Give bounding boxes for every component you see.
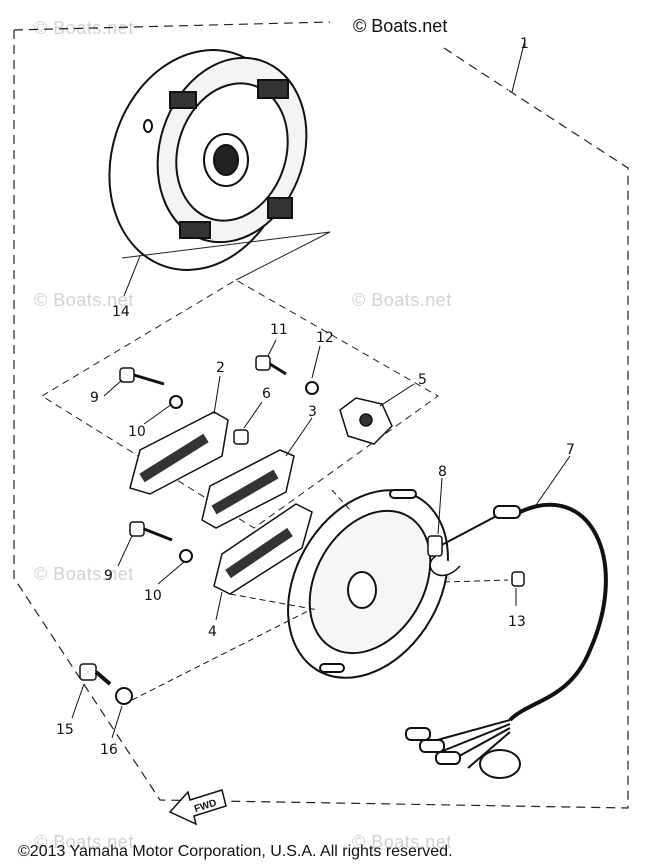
assembly-boundary	[13, 30, 629, 809]
wire-harness	[405, 502, 608, 779]
leader-lines	[71, 39, 571, 739]
callout-9-lower: 9	[104, 568, 113, 584]
charge-coil	[129, 411, 229, 495]
callout-1: 1	[520, 36, 529, 52]
washer-part	[305, 381, 319, 395]
callout-10-lower: 10	[144, 588, 162, 604]
callout-7: 7	[566, 442, 575, 458]
watermark-text: © Boats.net	[34, 832, 134, 852]
washer-part	[179, 549, 193, 563]
forward-arrow-icon	[168, 789, 227, 826]
collar-part	[233, 429, 249, 445]
brand-mark: © Boats.net	[353, 16, 448, 36]
watermark-text: © Boats.net	[34, 290, 134, 310]
callout-10-upper: 10	[128, 424, 146, 440]
washer-part	[115, 687, 133, 705]
copyright-notice: ©2013 Yamaha Motor Corporation, U.S.A. A…	[18, 843, 453, 860]
callout-3: 3	[308, 404, 317, 420]
flywheel-leader-box	[121, 231, 331, 281]
callout-16: 16	[100, 742, 118, 758]
stator-base-plate	[287, 489, 449, 679]
callout-8: 8	[438, 464, 447, 480]
parts-group-outline	[41, 279, 439, 529]
callout-6: 6	[262, 386, 271, 402]
charge-coil	[201, 449, 295, 529]
flywheel-rotor	[108, 49, 308, 271]
callout-15: 15	[56, 722, 74, 738]
watermark-text: © Boats.net	[34, 18, 134, 38]
watermark-text: © Boats.net	[34, 564, 134, 584]
grommet-part	[427, 535, 461, 577]
callout-13: 13	[508, 614, 526, 630]
callout-2: 2	[216, 360, 225, 376]
callout-12: 12	[316, 330, 334, 346]
screw-part	[129, 521, 173, 542]
assembly-boundary-right	[443, 47, 509, 91]
screw-part	[79, 663, 112, 686]
callout-11: 11	[270, 322, 288, 338]
callout-9-upper: 9	[90, 390, 99, 406]
assembly-boundary-top	[13, 21, 331, 31]
watermark-text: © Boats.net	[352, 832, 452, 852]
screw-part	[255, 355, 287, 376]
cdi-part	[339, 397, 393, 445]
callout-4: 4	[208, 624, 217, 640]
callout-5: 5	[418, 372, 427, 388]
screw-part	[119, 367, 165, 386]
screw-part	[511, 571, 525, 587]
watermark-text: © Boats.net	[352, 290, 452, 310]
washer-part	[169, 395, 183, 409]
callout-14: 14	[112, 304, 130, 320]
